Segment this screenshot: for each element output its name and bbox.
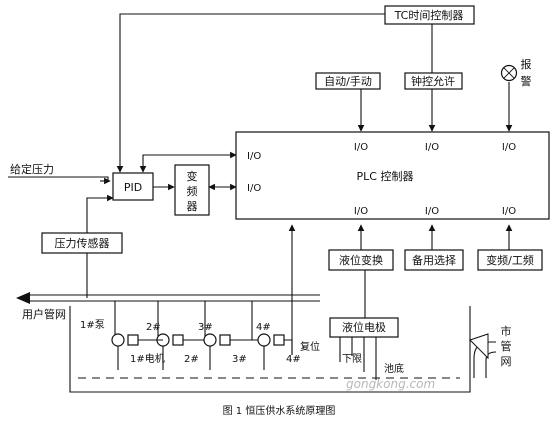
city-network-label-2: 管 [501,339,512,353]
plc-io-bottom-2: I/O [425,206,439,217]
setpoint-label: 给定压力 [10,162,54,176]
motor3-icon [219,334,231,346]
plc-io-top-2: I/O [425,142,439,153]
clock-allow-box [404,72,463,90]
motor1-label: 1#电机 [130,352,165,365]
sensor-to-pid-line [86,194,114,233]
vfd-box [174,164,210,216]
watermark-text: gongkong.com [346,377,435,391]
plc-io-bottom-3: I/O [502,206,516,217]
vfd-label-3: 器 [187,200,198,213]
fault-box [477,249,543,271]
reset-label: 复位 [300,340,320,353]
pressure-sensor-box [41,232,123,254]
motor4-icon [273,334,285,346]
figure-caption: 图 1 恒压供水系统原理图 [223,404,336,417]
plc-controller-label: PLC 控制器 [357,169,414,183]
auto-manual-label: 自动/手动 [324,74,372,88]
motor-bus [138,339,293,355]
city-network-label-3: 网 [501,355,512,368]
clock-allow-label: 钟控允许 [411,74,455,88]
alarm-lamp-cross [503,67,515,79]
setpoint-line [8,176,109,181]
plc-io-top-1: I/O [354,142,368,153]
pump3-icon [203,333,217,347]
vfd-label-1: 变 [187,169,198,183]
auto-manual-box [315,72,381,90]
pump3-label: 3# [198,322,213,333]
plc-controller-box [235,131,550,220]
tc-to-pid-line [116,13,385,173]
pool-bottom-label: 池底 [384,362,404,375]
level-electrode-label: 液位电极 [342,320,386,334]
plc-pid-link [139,151,237,173]
plc-io-left-bottom: I/O [247,183,261,194]
motor2-icon [172,334,184,346]
pump4-label: 4# [256,322,271,333]
user-network-arrow [16,292,30,304]
pump2-label: 2# [146,322,161,333]
motor2-label: 2# [184,354,199,365]
level-switch-box [328,249,394,271]
fault-label: 变频/工频 [486,253,534,267]
level-switch-label: 液位变换 [339,253,383,267]
vfd-label-2: 频 [187,184,198,198]
pump1-label: 1#泵 [80,319,105,331]
plc-io-bottom-1: I/O [354,206,368,217]
pump4-icon [257,333,271,347]
standby-select-label: 备用选择 [412,253,456,267]
tc-timer-label: TC时间控制器 [394,8,464,22]
pid-box [112,172,154,201]
pump1-icon [111,333,125,347]
motor3-label: 3# [232,354,247,365]
standby-select-box [404,249,464,271]
water-tank [69,306,471,393]
suction-pipes [117,346,265,370]
motor1-icon [127,334,139,346]
tc-timer-box [384,5,475,25]
motor4-label: 4# [286,354,301,365]
pid-label: PID [124,181,142,194]
pressure-sensor-label: 压力传感器 [55,237,110,250]
city-inlet-arrow-icon [469,333,489,360]
pump-risers [114,301,253,340]
plc-io-left-top: I/O [247,151,261,162]
plc-io-top-3: I/O [502,142,516,153]
alarm-label-2: 警 [521,74,532,88]
electrode-probes [339,337,377,380]
lower-limit-label: 下限 [342,353,362,365]
user-network-pipe [30,294,320,302]
alarm-label-1: 报 [521,57,532,71]
city-network-label-1: 市 [501,324,512,338]
user-network-label: 用户管网 [22,307,66,321]
